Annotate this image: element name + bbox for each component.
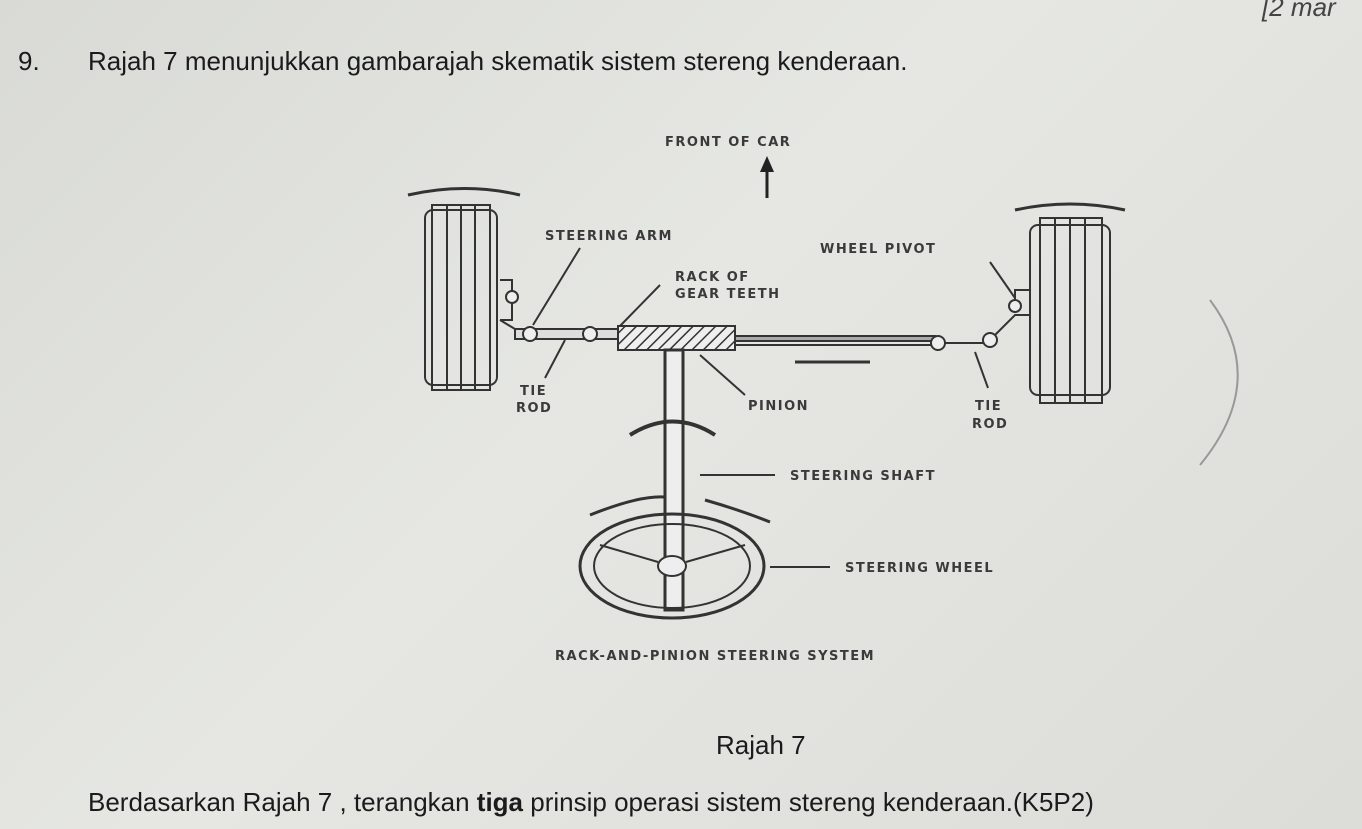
label-pinion: PINION — [748, 399, 809, 414]
label-front-of-car: FRONT OF CAR — [665, 135, 791, 150]
label-tie-rod-right-2: ROD — [972, 417, 1008, 432]
diagram-title: RACK-AND-PINION STEERING SYSTEM — [555, 649, 875, 664]
label-steering-wheel: STEERING WHEEL — [845, 561, 994, 576]
page-curve — [1199, 299, 1239, 466]
label-tie-rod-left-2: ROD — [516, 401, 552, 416]
question-text: Rajah 7 menunjukkan gambarajah skematik … — [88, 46, 908, 76]
label-tie-rod-right-1: TIE — [975, 399, 1002, 414]
label-rack-1: RACK OF — [675, 270, 750, 285]
rack-gear — [617, 325, 736, 351]
label-steering-shaft: STEERING SHAFT — [790, 469, 936, 484]
figure-caption: Rajah 7 — [716, 730, 806, 760]
left-wheel — [407, 187, 521, 391]
question-instruction: Berdasarkan Rajah 7 , terangkan tiga pri… — [88, 787, 1094, 818]
steering-wheel — [578, 512, 766, 620]
label-rack-2: GEAR TEETH — [675, 287, 781, 302]
instruction-text-end: prinsip operasi sistem stereng kenderaan… — [523, 787, 1094, 817]
instruction-emphasis: tiga — [476, 787, 524, 817]
label-wheel-pivot: WHEEL PIVOT — [820, 242, 936, 257]
label-steering-arm: STEERING ARM — [545, 229, 673, 244]
marks-label: [2 mar — [1262, 0, 1336, 22]
label-tie-rod-left-1: TIE — [520, 384, 547, 399]
instruction-text: Berdasarkan Rajah 7 , terangkan — [88, 787, 477, 817]
front-arrow-icon — [760, 156, 774, 198]
steering-linkage — [499, 247, 1030, 620]
steering-shaft — [663, 348, 685, 612]
diagram-labels: FRONT OF CAR STEERING ARM WHEEL PIVOT RA… — [516, 135, 1008, 664]
question-number: 9. — [18, 46, 40, 76]
right-wheel — [1014, 202, 1126, 404]
